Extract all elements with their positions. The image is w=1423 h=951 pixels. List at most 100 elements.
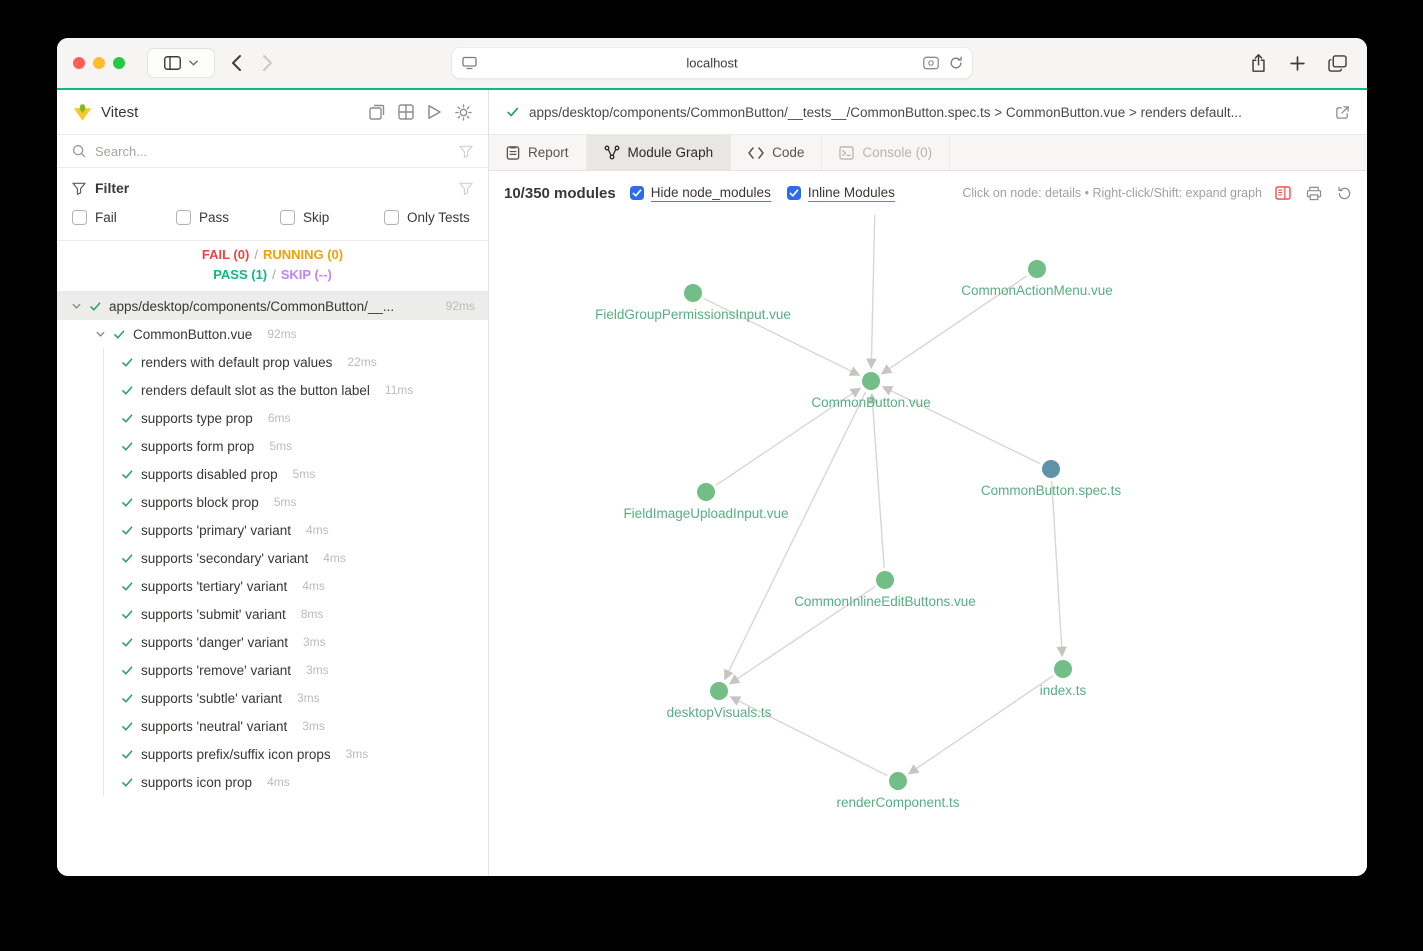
graph-node-label[interactable]: CommonInlineEditButtons.vue — [794, 594, 976, 609]
module-graph-canvas[interactable]: FieldGroupPermissionsInput.vue CommonActi… — [489, 215, 1367, 876]
test-name: supports 'secondary' variant — [141, 550, 309, 566]
graph-node-dv[interactable] — [710, 682, 728, 700]
module-graph-svg[interactable]: FieldGroupPermissionsInput.vue CommonActi… — [489, 215, 1366, 876]
modules-count: 10/350 modules — [504, 184, 616, 202]
zoom-button[interactable] — [113, 57, 125, 69]
graph-node-label[interactable]: CommonButton.spec.ts — [981, 483, 1122, 498]
test-name: supports 'remove' variant — [141, 662, 291, 678]
filter-option-only-tests[interactable]: Only Tests — [384, 210, 470, 225]
site-permissions-icon[interactable] — [923, 56, 939, 70]
graph-node-label[interactable]: CommonActionMenu.vue — [961, 283, 1113, 298]
graph-node-cb[interactable] — [862, 372, 880, 390]
address-bar[interactable]: localhost — [452, 47, 972, 79]
test-duration: 4ms — [323, 551, 346, 565]
tab-report[interactable]: Report — [489, 135, 587, 170]
file-duration: 92ms — [445, 299, 475, 313]
hide-node-modules-toggle[interactable]: Hide node_modules — [629, 184, 771, 202]
graph-node-idx[interactable] — [1054, 660, 1072, 678]
check-icon — [121, 720, 134, 733]
tree-file-row[interactable]: apps/desktop/components/CommonButton/__.… — [57, 292, 488, 320]
graph-node-fiui[interactable] — [697, 483, 715, 501]
status-separator: / — [254, 247, 258, 262]
hide-node-modules-label: Hide node_modules — [650, 184, 771, 202]
check-icon — [121, 412, 134, 425]
chevron-down-icon[interactable] — [95, 329, 106, 340]
dashboard-icon[interactable] — [398, 104, 414, 120]
run-all-icon[interactable] — [427, 104, 442, 120]
test-duration: 4ms — [302, 579, 325, 593]
test-row[interactable]: renders default slot as the button label… — [57, 376, 488, 404]
pass-checkbox[interactable] — [176, 210, 191, 225]
hide-node-modules-checkbox[interactable] — [629, 186, 644, 200]
skip-count: SKIP (--) — [280, 267, 332, 282]
filter-option-fail[interactable]: Fail — [72, 210, 176, 225]
chevron-down-icon[interactable] — [71, 301, 82, 312]
inline-modules-checkbox[interactable] — [786, 186, 801, 200]
tab-module-graph[interactable]: Module Graph — [586, 135, 732, 170]
export-graph-icon[interactable] — [1306, 186, 1322, 201]
graph-node-label[interactable]: renderComponent.ts — [836, 795, 959, 810]
graph-hint: Click on node: details • Right-click/Shi… — [962, 186, 1262, 200]
reset-graph-icon[interactable] — [1337, 186, 1352, 201]
graph-node-label[interactable]: desktopVisuals.ts — [667, 705, 772, 720]
graph-node-fgpi[interactable] — [684, 284, 702, 302]
search-input[interactable] — [95, 143, 450, 159]
test-name: supports 'submit' variant — [141, 606, 286, 622]
filter-reset-icon[interactable] — [459, 182, 473, 195]
filter-option-pass[interactable]: Pass — [176, 210, 280, 225]
monitor-icon — [462, 56, 477, 70]
tab-overview-icon[interactable] — [1328, 54, 1347, 72]
check-icon — [121, 356, 134, 369]
skip-checkbox[interactable] — [280, 210, 295, 225]
graph-node-label[interactable]: FieldGroupPermissionsInput.vue — [595, 307, 791, 322]
test-row[interactable]: supports 'secondary' variant 4ms — [57, 544, 488, 572]
only-tests-checkbox[interactable] — [384, 210, 399, 225]
tab-code[interactable]: Code — [731, 135, 823, 170]
back-button[interactable] — [231, 54, 242, 72]
tab-console[interactable]: Console (0) — [822, 135, 951, 170]
graph-node-label[interactable]: CommonButton.vue — [811, 395, 930, 410]
fail-checkbox[interactable] — [72, 210, 87, 225]
filter-option-skip[interactable]: Skip — [280, 210, 384, 225]
forward-button[interactable] — [262, 54, 273, 72]
nav-arrows — [231, 54, 273, 72]
reload-icon[interactable] — [949, 56, 963, 71]
inline-modules-toggle[interactable]: Inline Modules — [786, 185, 895, 202]
graph-node-cieb[interactable] — [876, 571, 894, 589]
tree-suite-row[interactable]: CommonButton.vue 92ms — [57, 320, 488, 348]
close-button[interactable] — [73, 57, 85, 69]
graph-node-label[interactable]: FieldImageUploadInput.vue — [623, 506, 788, 521]
node-details-icon[interactable] — [1275, 186, 1291, 200]
check-icon — [121, 468, 134, 481]
share-icon[interactable] — [1250, 53, 1267, 73]
new-tab-icon[interactable] — [1289, 55, 1306, 72]
open-external-icon[interactable] — [1335, 105, 1350, 120]
minimize-button[interactable] — [93, 57, 105, 69]
browser-toolbar: localhost — [57, 38, 1367, 88]
check-icon — [121, 496, 134, 509]
graph-node-label[interactable]: index.ts — [1040, 683, 1087, 698]
dock-popup-icon[interactable] — [369, 104, 385, 120]
graph-node-spec[interactable] — [1042, 460, 1060, 478]
graph-node-cam[interactable] — [1028, 260, 1046, 278]
clear-filter-icon[interactable] — [459, 145, 473, 158]
sidebar-toggle-button[interactable] — [147, 48, 215, 78]
graph-controls: 10/350 modules Hide node_modules Inline … — [489, 171, 1367, 215]
graph-node-rc[interactable] — [889, 772, 907, 790]
theme-toggle-icon[interactable] — [455, 103, 472, 121]
